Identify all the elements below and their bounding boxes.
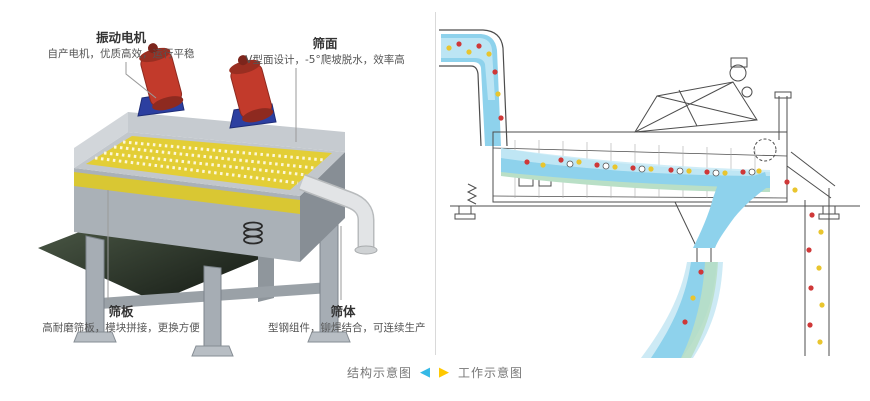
particles <box>446 41 825 345</box>
screen-box-body <box>74 112 345 262</box>
feed-duct-outline <box>439 29 508 147</box>
annotation-desc: 型钢组件，铆焊结合，可连续生产 <box>268 321 426 334</box>
panel-divider <box>435 12 436 355</box>
annotation-desc: 高耐磨筛板，模块拼接，更换方便 <box>42 321 200 334</box>
vibration-motor-2 <box>229 55 274 123</box>
annotation-title: 筛板 <box>108 304 134 319</box>
annotation-title: 筛面 <box>312 36 338 51</box>
caption-bar: 结构示意图 ◀ ▶ 工作示意图 <box>0 364 870 381</box>
water-flow <box>501 148 770 358</box>
screen-machine-outline <box>450 57 860 356</box>
feed-duct-flow <box>441 34 501 146</box>
caption-structure: 结构示意图 <box>346 366 412 380</box>
left-arrow-icon: ◀ <box>420 365 431 380</box>
annotation-vibration-motor: 振动电机 自产电机，优质高效，运行平稳 <box>36 30 206 61</box>
right-arrow-icon: ▶ <box>439 365 450 380</box>
annotation-desc: 自产电机，优质高效，运行平稳 <box>47 47 195 60</box>
annotation-title: 振动电机 <box>95 30 146 45</box>
leader-lines <box>107 62 342 300</box>
spring <box>243 221 263 245</box>
working-diagram <box>439 29 860 358</box>
discharge-pipe <box>299 174 378 255</box>
annotation-screen-plate: 筛板 高耐磨筛板，模块拼接，更换方便 <box>36 304 206 335</box>
annotation-screen-surface: 筛面 V型面设计，-5°爬坡脱水，效率高 <box>240 36 410 67</box>
structure-illustration <box>38 43 378 357</box>
annotation-title: 筛体 <box>330 304 356 319</box>
caption-working: 工作示意图 <box>458 366 524 380</box>
annotation-desc: V型面设计，-5°爬坡脱水，效率高 <box>245 53 405 66</box>
annotation-screen-body: 筛体 型钢组件，铆焊结合，可连续生产 <box>268 304 426 335</box>
vibration-motor-1 <box>139 43 184 111</box>
